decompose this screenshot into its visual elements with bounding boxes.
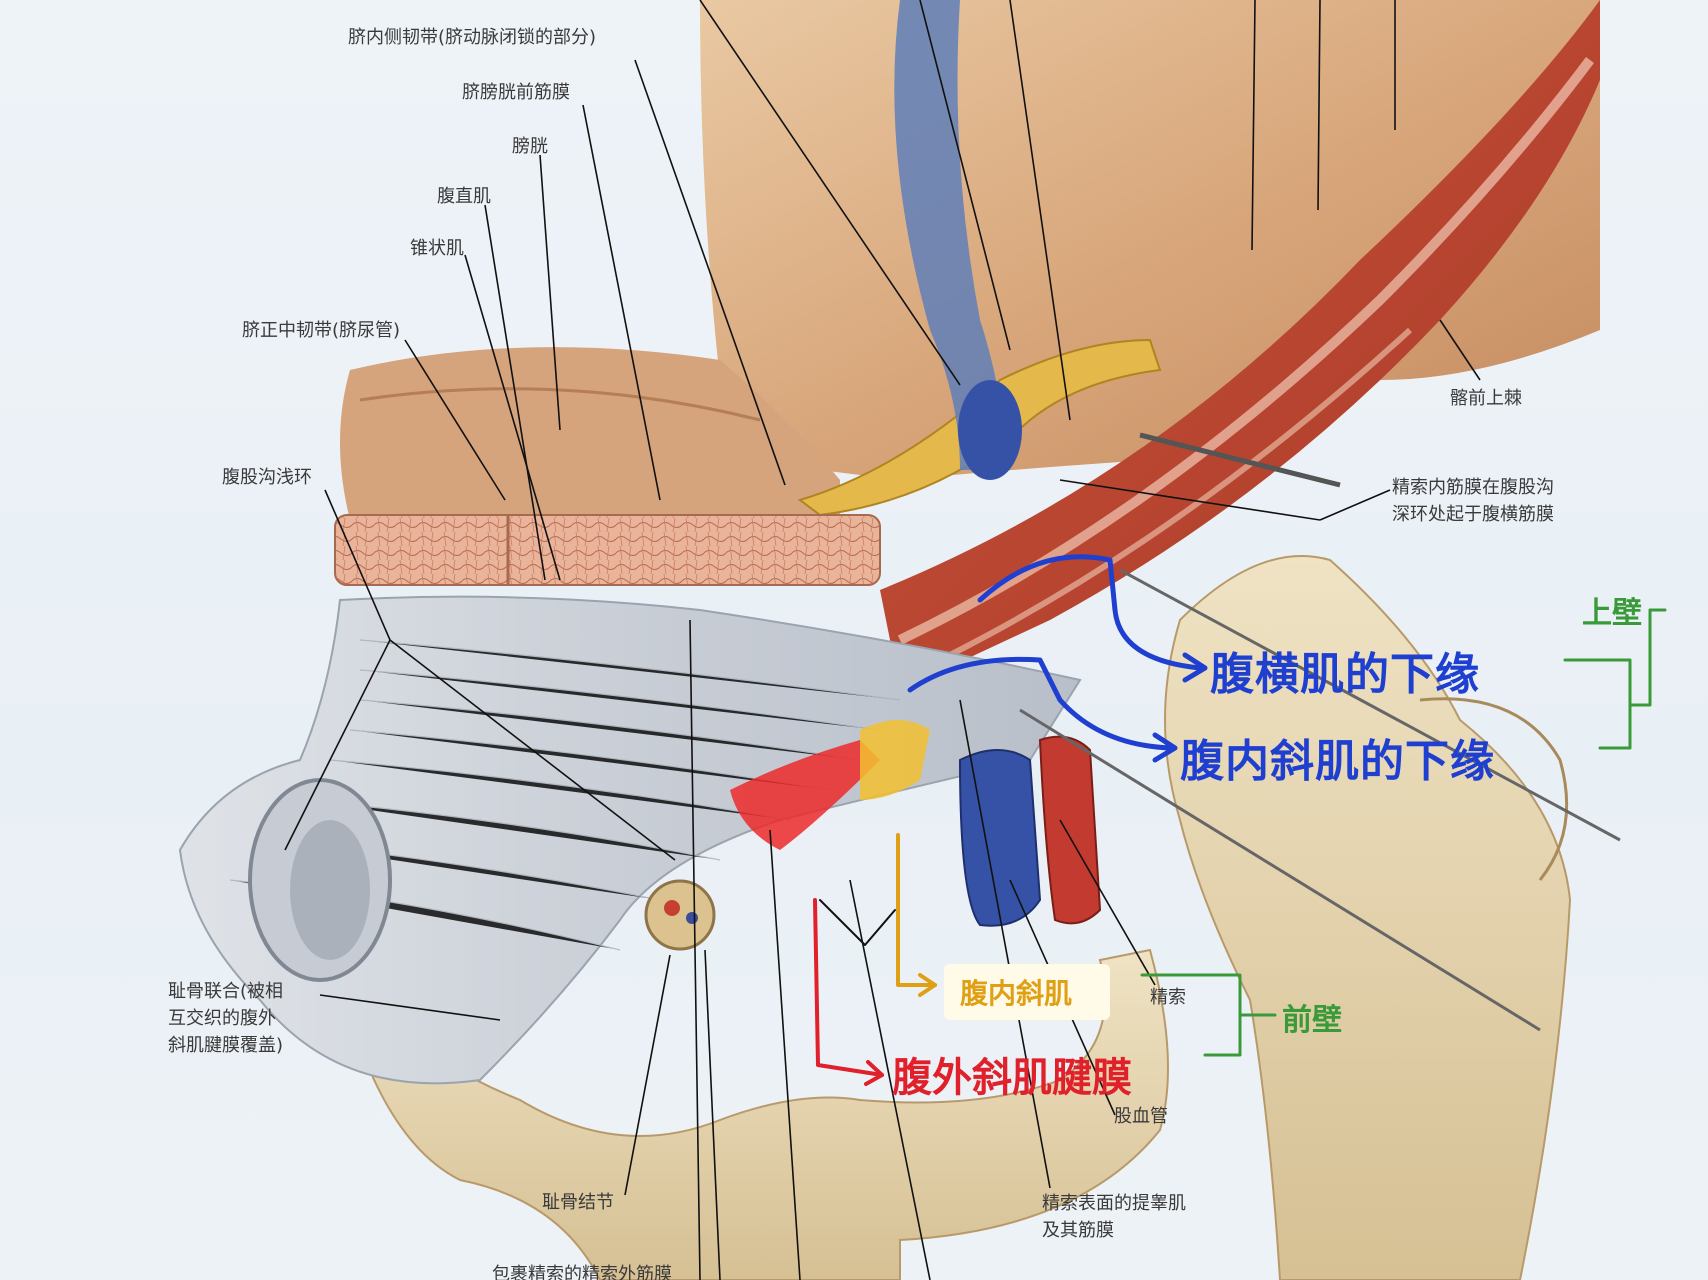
label-superficial-inguinal-ring: 腹股沟浅环 [222,467,312,488]
label-bladder: 膀胱 [512,136,548,157]
label-pubic-tubercle: 耻骨结节 [542,1192,614,1213]
note-transversus-lower-edge: 腹横肌的下缘 [1210,649,1480,700]
label-internal-spermatic-fascia: 精索内筋膜在腹股沟 深环处起于腹横筋膜 [1392,477,1554,525]
label-pubic-symphysis: 耻骨联合(被相 互交织的腹外 斜肌腱膜覆盖) [168,981,284,1056]
label-median-umbilical-ligament: 脐正中韧带(脐尿管) [242,320,401,341]
note-box [944,964,1110,1020]
oblique-muscle-band [880,0,1600,690]
femoral-artery [1038,735,1102,925]
external-oblique-aponeurosis [178,595,1082,1085]
note-superior-wall: 上壁 [1582,596,1642,631]
handwritten-brackets [813,554,1667,1086]
note-internal-oblique-lower-edge: 腹内斜肌的下缘 [1180,736,1495,787]
label-asis: 髂前上棘 [1450,388,1522,409]
label-spermatic-cord: 精索 [1150,987,1186,1008]
spermatic-cord-cut [644,879,716,951]
label-medial-umbilical-ligament: 脐内侧韧带(脐动脉闭锁的部分) [348,27,597,48]
hip-bone [1164,555,1572,1280]
label-umbilicovesical-fascia: 脐膀胱前筋膜 [462,82,570,103]
rectus-cut-section [334,514,881,586]
label-cremaster: 精索表面的提睾肌 及其筋膜 [1042,1193,1186,1241]
label-femoral-vessels: 股血管 [1114,1106,1168,1127]
femoral-vein [958,749,1042,927]
label-rectus-abdominis: 腹直肌 [437,186,491,207]
label-pyramidalis: 锥状肌 [410,238,464,259]
label-external-spermatic-fascia: 包裹精索的精索外筋膜 [492,1264,672,1280]
note-internal-oblique: 腹内斜肌 [960,977,1073,1010]
note-anterior-wall: 前壁 [1282,1003,1342,1038]
note-external-oblique-aponeurosis: 腹外斜肌腱膜 [892,1055,1132,1101]
